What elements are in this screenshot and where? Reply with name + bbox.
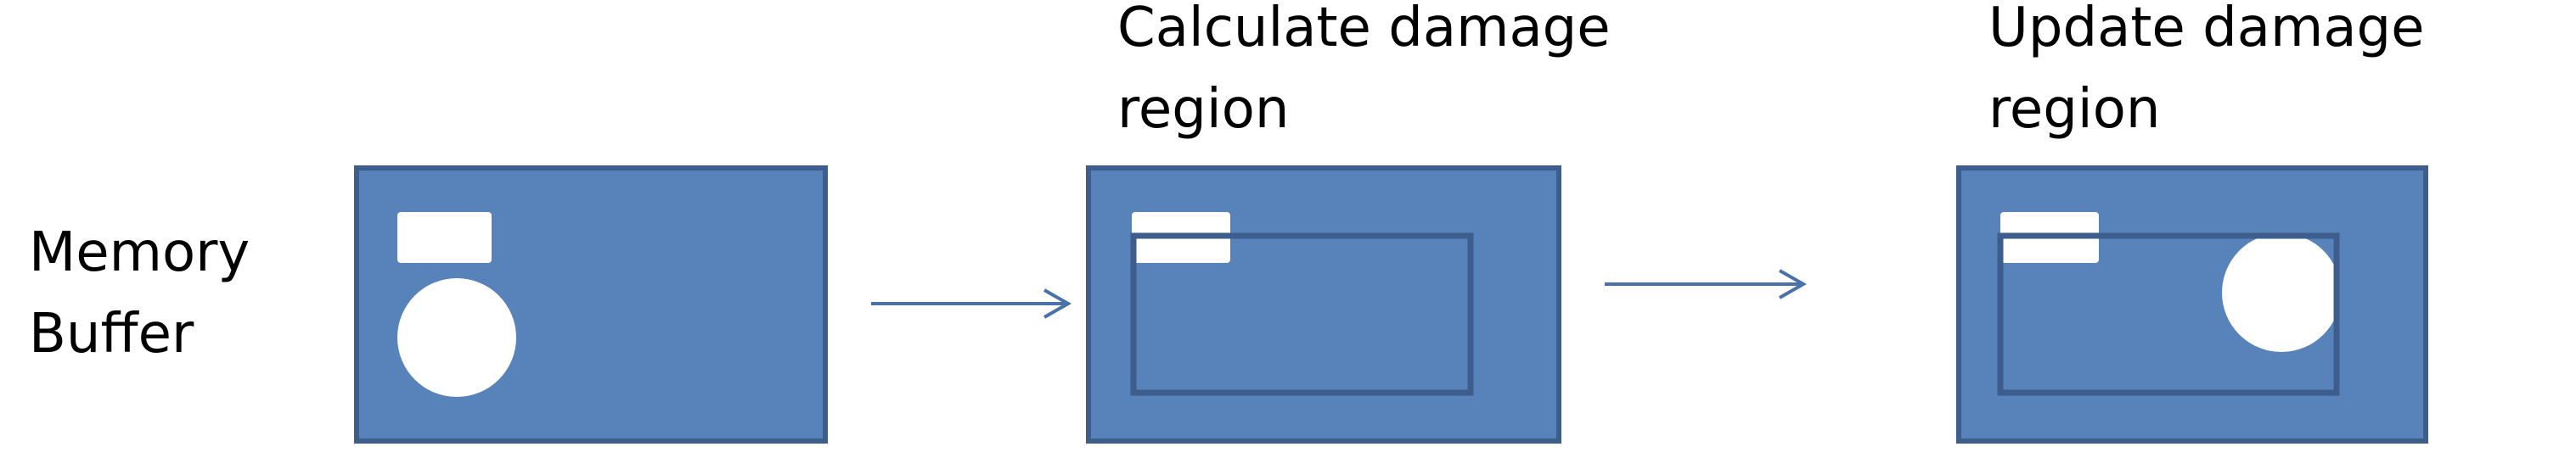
memory-buffer-panel xyxy=(354,165,828,444)
damage-region-outline xyxy=(1130,232,1474,396)
arrow-1 xyxy=(871,288,1072,319)
update-damage-region-label-line1: Update damage xyxy=(1988,0,2425,59)
arrow-2 xyxy=(1605,269,1808,299)
update-damage-region-label: Update damage region xyxy=(1988,0,2425,150)
calculate-damage-region-panel xyxy=(1086,165,1561,444)
damage-region-outline xyxy=(1997,232,2340,396)
circle-shape xyxy=(397,278,516,397)
circle-shape-clipped xyxy=(2222,236,2337,352)
memory-buffer-label: Memory Buffer xyxy=(29,212,250,375)
calculate-damage-region-label-line2: region xyxy=(1117,78,1290,141)
update-damage-region-label-line2: region xyxy=(1988,78,2161,141)
window-rect xyxy=(397,212,492,263)
memory-buffer-label-line2: Buffer xyxy=(29,303,194,366)
memory-buffer-label-line1: Memory xyxy=(29,221,250,284)
buffer-background xyxy=(1086,165,1561,444)
update-damage-region-panel xyxy=(1956,165,2428,444)
buffer-background xyxy=(1956,165,2428,444)
calculate-damage-region-label-line1: Calculate damage xyxy=(1117,0,1611,59)
calculate-damage-region-label: Calculate damage region xyxy=(1117,0,1611,150)
